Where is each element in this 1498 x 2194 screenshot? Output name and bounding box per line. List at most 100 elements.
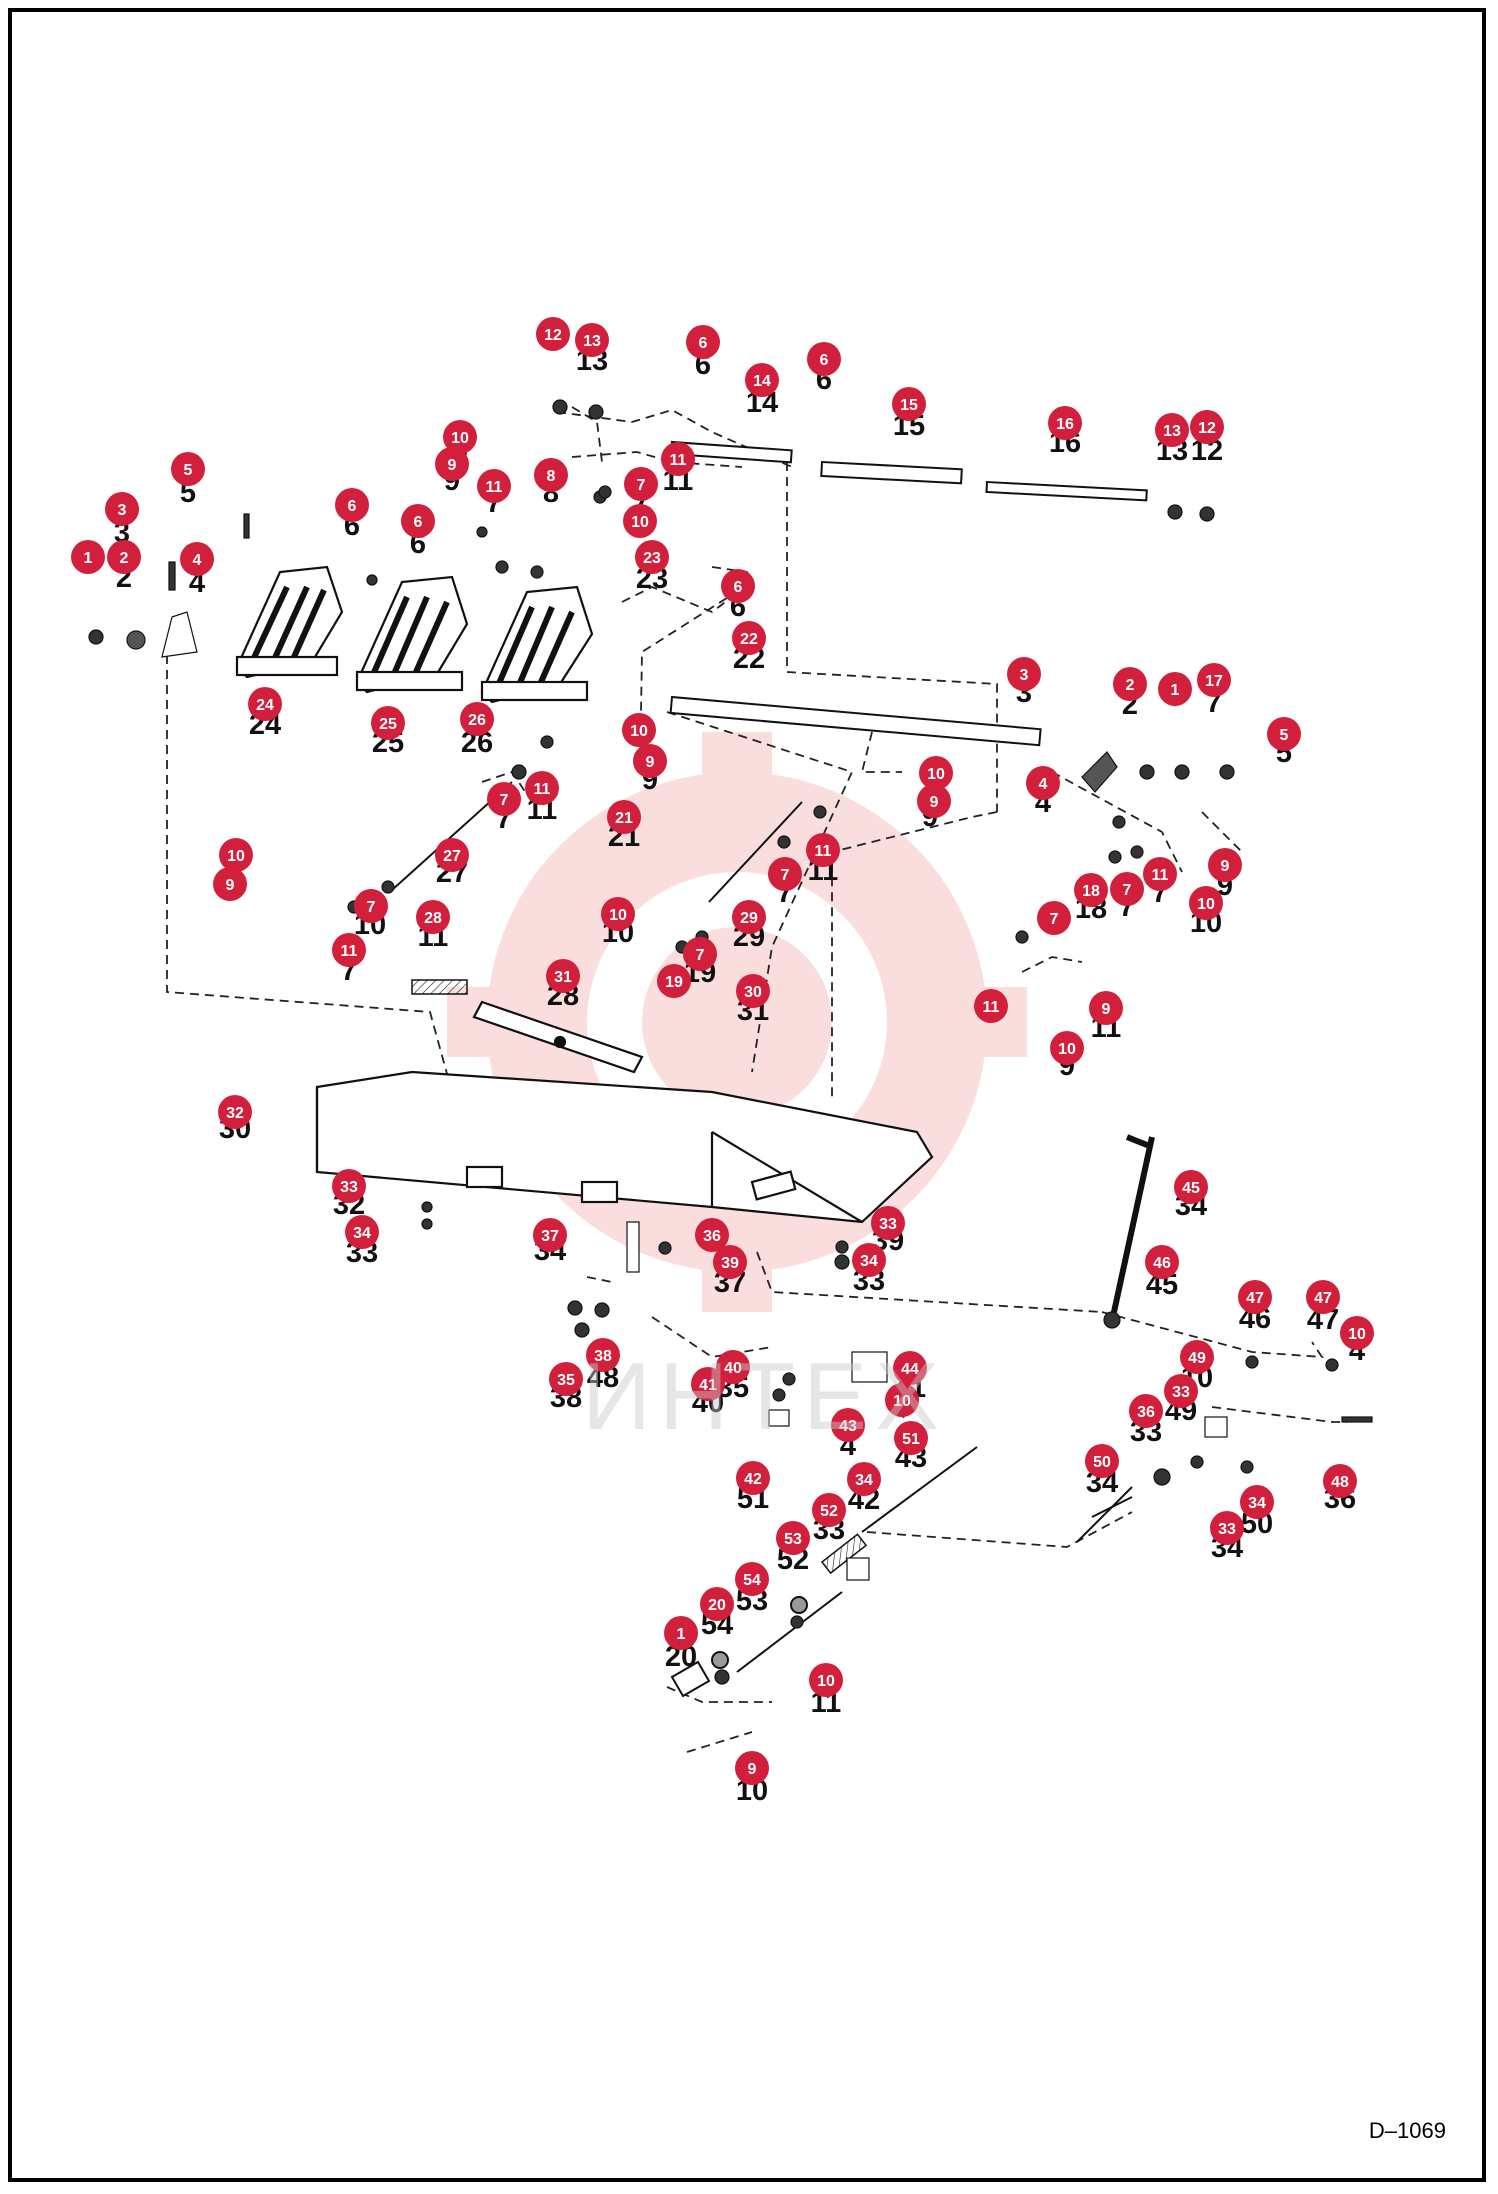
callout-badge[interactable]: 10 bbox=[919, 756, 953, 790]
callout-badge[interactable]: 10 bbox=[1189, 886, 1223, 920]
callout-badge[interactable]: 13 bbox=[575, 323, 609, 357]
callout-badge[interactable]: 15 bbox=[892, 387, 926, 421]
callout-badge[interactable]: 6 bbox=[721, 569, 755, 603]
callout-badge[interactable]: 5 bbox=[171, 452, 205, 486]
callout-badge[interactable]: 36 bbox=[1129, 1394, 1163, 1428]
callout-badge[interactable]: 5 bbox=[1267, 717, 1301, 751]
callout-badge[interactable]: 42 bbox=[736, 1461, 770, 1495]
callout-badge[interactable]: 9 bbox=[735, 1751, 769, 1785]
callout-badge[interactable]: 7 bbox=[683, 937, 717, 971]
callout-badge[interactable]: 10 bbox=[1050, 1031, 1084, 1065]
callout-badge[interactable]: 27 bbox=[435, 838, 469, 872]
callout-badge[interactable]: 34 bbox=[345, 1215, 379, 1249]
callout-badge[interactable]: 10 bbox=[622, 713, 656, 747]
callout-badge[interactable]: 30 bbox=[736, 974, 770, 1008]
callout-badge[interactable]: 26 bbox=[460, 702, 494, 736]
callout-badge[interactable]: 10 bbox=[219, 838, 253, 872]
callout-badge[interactable]: 6 bbox=[401, 504, 435, 538]
callout-badge[interactable]: 17 bbox=[1197, 663, 1231, 697]
callout-badge[interactable]: 28 bbox=[416, 900, 450, 934]
callout-badge[interactable]: 7 bbox=[487, 782, 521, 816]
callout-badge[interactable]: 20 bbox=[700, 1587, 734, 1621]
callout-badge[interactable]: 11 bbox=[1143, 857, 1177, 891]
callout-badge[interactable]: 34 bbox=[852, 1243, 886, 1277]
callout-badge[interactable]: 21 bbox=[607, 800, 641, 834]
callout-badge[interactable]: 29 bbox=[732, 900, 766, 934]
callout-badge[interactable]: 46 bbox=[1145, 1245, 1179, 1279]
callout-badge[interactable]: 9 bbox=[1208, 848, 1242, 882]
callout-badge[interactable]: 35 bbox=[549, 1362, 583, 1396]
callout-badge[interactable]: 9 bbox=[917, 784, 951, 818]
callout-badge[interactable]: 11 bbox=[974, 989, 1008, 1023]
callout-badge[interactable]: 1 bbox=[1158, 672, 1192, 706]
callout-badge[interactable]: 54 bbox=[735, 1562, 769, 1596]
callout-badge[interactable]: 33 bbox=[1164, 1374, 1198, 1408]
callout-badge[interactable]: 52 bbox=[812, 1493, 846, 1527]
callout-badge[interactable]: 34 bbox=[1240, 1485, 1274, 1519]
callout-badge[interactable]: 13 bbox=[1155, 413, 1189, 447]
callout-badge[interactable]: 6 bbox=[686, 325, 720, 359]
callout-badge[interactable]: 9 bbox=[1089, 991, 1123, 1025]
callout-badge[interactable]: 22 bbox=[732, 621, 766, 655]
callout-badge[interactable]: 43 bbox=[831, 1408, 865, 1442]
callout-badge[interactable]: 33 bbox=[1210, 1511, 1244, 1545]
callout-badge[interactable]: 36 bbox=[695, 1218, 729, 1252]
callout-badge[interactable]: 34 bbox=[847, 1462, 881, 1496]
callout-badge[interactable]: 7 bbox=[624, 467, 658, 501]
callout-badge[interactable]: 33 bbox=[871, 1206, 905, 1240]
callout-badge[interactable]: 3 bbox=[105, 492, 139, 526]
callout-badge[interactable]: 6 bbox=[807, 342, 841, 376]
callout-badge[interactable]: 47 bbox=[1238, 1280, 1272, 1314]
callout-badge[interactable]: 47 bbox=[1306, 1280, 1340, 1314]
callout-badge[interactable]: 10 bbox=[885, 1383, 919, 1417]
callout-badge[interactable]: 49 bbox=[1180, 1340, 1214, 1374]
callout-badge[interactable]: 10 bbox=[809, 1663, 843, 1697]
callout-badge[interactable]: 8 bbox=[534, 458, 568, 492]
callout-badge[interactable]: 4 bbox=[1026, 766, 1060, 800]
callout-badge[interactable]: 10 bbox=[601, 897, 635, 931]
callout-badge[interactable]: 40 bbox=[716, 1350, 750, 1384]
callout-badge[interactable]: 53 bbox=[776, 1521, 810, 1555]
callout-badge[interactable]: 50 bbox=[1085, 1444, 1119, 1478]
callout-badge[interactable]: 37 bbox=[533, 1218, 567, 1252]
callout-badge[interactable]: 19 bbox=[657, 964, 691, 998]
callout-badge[interactable]: 25 bbox=[371, 706, 405, 740]
callout-badge[interactable]: 23 bbox=[635, 540, 669, 574]
callout-badge[interactable]: 2 bbox=[1113, 667, 1147, 701]
callout-badge[interactable]: 11 bbox=[806, 833, 840, 867]
callout-badge[interactable]: 10 bbox=[623, 504, 657, 538]
callout-badge[interactable]: 38 bbox=[586, 1338, 620, 1372]
callout-badge[interactable]: 39 bbox=[713, 1245, 747, 1279]
callout-badge[interactable]: 9 bbox=[213, 867, 247, 901]
callout-badge[interactable]: 7 bbox=[1037, 901, 1071, 935]
callout-badge[interactable]: 2 bbox=[107, 540, 141, 574]
callout-badge[interactable]: 10 bbox=[443, 420, 477, 454]
callout-badge[interactable]: 7 bbox=[354, 889, 388, 923]
callout-badge[interactable]: 11 bbox=[332, 933, 366, 967]
callout-badge[interactable]: 11 bbox=[477, 469, 511, 503]
callout-badge[interactable]: 31 bbox=[546, 959, 580, 993]
callout-badge[interactable]: 4 bbox=[180, 542, 214, 576]
callout-badge[interactable]: 48 bbox=[1323, 1464, 1357, 1498]
callout-badge[interactable]: 12 bbox=[536, 317, 570, 351]
callout-badge[interactable]: 1 bbox=[664, 1616, 698, 1650]
callout-badge[interactable]: 7 bbox=[1110, 872, 1144, 906]
callout-badge[interactable]: 3 bbox=[1007, 657, 1041, 691]
callout-badge[interactable]: 11 bbox=[525, 771, 559, 805]
callout-badge[interactable]: 41 bbox=[691, 1367, 725, 1401]
callout-badge[interactable]: 33 bbox=[332, 1169, 366, 1203]
callout-badge[interactable]: 6 bbox=[335, 488, 369, 522]
callout-badge[interactable]: 9 bbox=[633, 744, 667, 778]
callout-badge[interactable]: 10 bbox=[1340, 1316, 1374, 1350]
callout-badge[interactable]: 45 bbox=[1174, 1170, 1208, 1204]
callout-badge[interactable]: 24 bbox=[248, 687, 282, 721]
callout-badge[interactable]: 14 bbox=[745, 363, 779, 397]
callout-badge[interactable]: 44 bbox=[893, 1351, 927, 1385]
callout-badge[interactable]: 1 bbox=[71, 540, 105, 574]
callout-badge[interactable]: 16 bbox=[1048, 406, 1082, 440]
callout-badge[interactable]: 9 bbox=[435, 447, 469, 481]
callout-badge[interactable]: 18 bbox=[1074, 873, 1108, 907]
callout-badge[interactable]: 12 bbox=[1190, 410, 1224, 444]
callout-badge[interactable]: 51 bbox=[894, 1421, 928, 1455]
callout-badge[interactable]: 11 bbox=[661, 442, 695, 476]
